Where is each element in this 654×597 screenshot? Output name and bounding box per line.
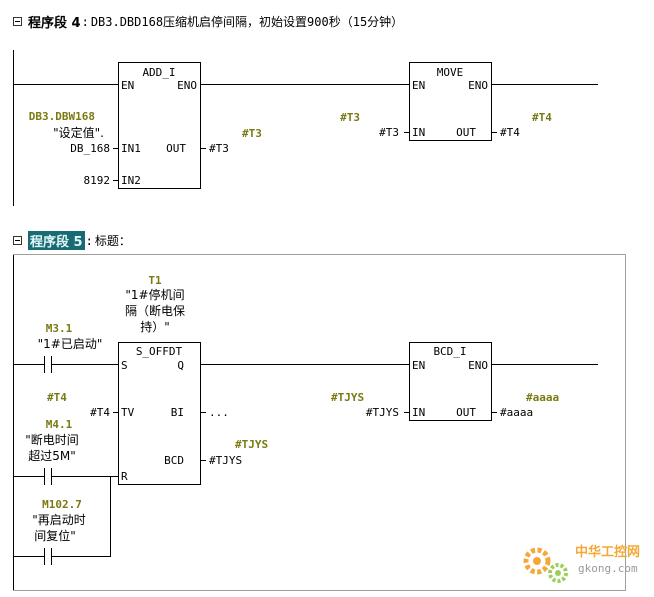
contact-m41-comment-line-1: "断电时间 (25, 432, 79, 447)
timer-bi-pin: BI (171, 406, 184, 419)
timer-comment-line-3: 持）" (140, 319, 170, 334)
add-in1-operand[interactable]: DB_168 (70, 142, 110, 155)
add-block-out-pin: OUT (166, 142, 186, 155)
move-block-en: EN (412, 79, 425, 92)
add-out-symbol[interactable]: #T3 (242, 127, 262, 140)
watermark-logo-icon (523, 547, 568, 583)
bcd-in-symbol[interactable]: #TJYS (331, 391, 364, 404)
network-5-header[interactable]: 程序段 5 : 标题： (0, 231, 131, 250)
bcd-block-title: BCD_I (433, 345, 466, 358)
move-in-symbol[interactable]: #T3 (340, 111, 360, 124)
timer-s-pin: S (121, 359, 128, 372)
network-5-wires (13, 255, 598, 590)
bcd-in-operand[interactable]: #TJYS (366, 406, 399, 419)
bcd-out-symbol[interactable]: #aaaa (526, 391, 559, 404)
timer-tv-pin: TV (121, 406, 135, 419)
add-in1-comment: "设定值". (53, 125, 104, 140)
move-out-symbol[interactable]: #T4 (532, 111, 552, 124)
contact-m41-address[interactable]: M4.1 (46, 418, 73, 431)
bcd-block-out-pin: OUT (456, 406, 476, 419)
contact-m31-comment: "1#已启动" (38, 337, 103, 351)
bcd-block-in-pin: IN (412, 406, 425, 419)
network-4-colon: : (81, 14, 89, 29)
add-block-title: ADD_I (142, 66, 175, 79)
timer-q-pin: Q (177, 359, 184, 372)
move-block-eno: ENO (468, 79, 488, 92)
timer-tv-symbol[interactable]: #T4 (47, 391, 67, 404)
timer-comment-line-1: "1#停机间 (125, 287, 184, 302)
network-4-comment[interactable]: DB3.DBD168压缩机启停间隔，初始设置900秒（15分钟） (90, 15, 404, 29)
add-in1-symbol[interactable]: DB3.DBW168 (29, 110, 95, 123)
move-block-title: MOVE (437, 66, 464, 79)
bcd-block-eno: ENO (468, 359, 488, 372)
contact-m1027-comment-line-1: "再启动时 (32, 513, 86, 527)
timer-tv-operand[interactable]: #T4 (90, 406, 110, 419)
add-out-operand[interactable]: #T3 (209, 142, 229, 155)
add-block-eno: ENO (177, 79, 197, 92)
move-out-operand[interactable]: #T4 (500, 126, 520, 139)
timer-bcd-operand[interactable]: #TJYS (209, 454, 242, 467)
bcd-block-en: EN (412, 359, 425, 372)
add-block-in1-pin: IN1 (121, 142, 141, 155)
contact-m1027-comment-line-2: 间复位" (34, 528, 76, 543)
add-in2-operand[interactable]: 8192 (84, 174, 111, 187)
contact-m41-comment-line-2: 超过5M" (28, 448, 76, 463)
timer-symbol[interactable]: T1 (148, 274, 162, 287)
network-4-wires (13, 50, 598, 206)
timer-comment-line-2: 隔（断电保 (125, 303, 185, 318)
timer-block-title: S_OFFDT (136, 345, 183, 358)
network-5-colon: : (85, 233, 93, 248)
contact-m31-address[interactable]: M3.1 (46, 322, 73, 335)
contact-m1027-address[interactable]: M102.7 (42, 498, 82, 511)
network-4-header[interactable]: 程序段 4 : DB3.DBD168压缩机启停间隔，初始设置900秒（15分钟） (0, 12, 403, 31)
network-5-frame (13, 254, 626, 591)
add-block-en: EN (121, 79, 134, 92)
move-in-operand[interactable]: #T3 (379, 126, 399, 139)
collapse-network-5-icon[interactable] (13, 236, 22, 245)
timer-bcd-symbol[interactable]: #TJYS (235, 438, 268, 451)
network-5-comment[interactable]: 标题： (94, 234, 131, 248)
network-5-label[interactable]: 程序段 5 (28, 231, 85, 250)
timer-bcd-pin: BCD (164, 454, 184, 467)
bcd-out-operand[interactable]: #aaaa (500, 406, 533, 419)
timer-r-pin: R (121, 470, 128, 483)
watermark-url: gkong.com (578, 562, 638, 575)
watermark-brand: 中华工控网 (575, 544, 640, 560)
network-4-label[interactable]: 程序段 4 (28, 16, 81, 31)
timer-bi-operand[interactable]: ... (209, 406, 229, 419)
move-block-in-pin: IN (412, 126, 425, 139)
collapse-network-4-icon[interactable] (13, 17, 22, 26)
add-block-in2-pin: IN2 (121, 174, 141, 187)
move-block-out-pin: OUT (456, 126, 476, 139)
